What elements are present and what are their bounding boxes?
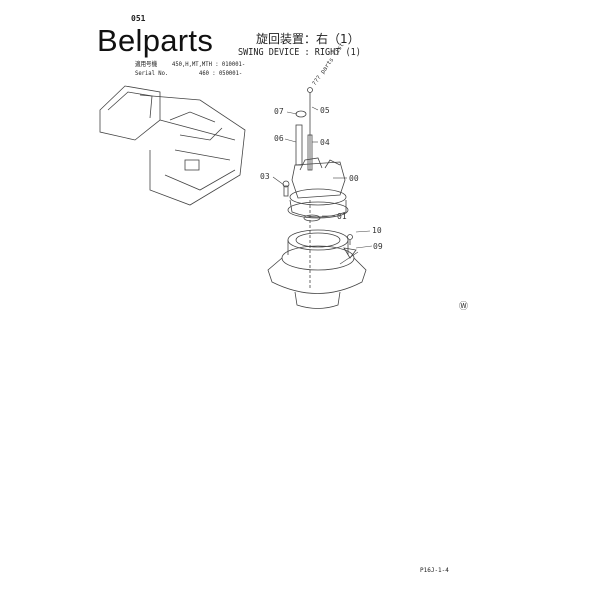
parts-list-note: ??? parts list (311, 41, 346, 87)
callout-01: 01 (337, 212, 347, 221)
applicability-label: 適用号機 (135, 60, 158, 68)
serial-model: 460 : 050001- (199, 69, 243, 77)
serial-label: Serial No. (135, 69, 169, 77)
swing-motor-exploded-view (267, 87, 367, 309)
applicability-model: 450,H,MT,MTH : 010001- (172, 60, 246, 68)
w-symbol: Ⓦ (459, 301, 468, 312)
callout-05: 05 (320, 106, 330, 115)
callout-00: 00 (349, 174, 359, 183)
title-english: SWING DEVICE : RIGHT (1) (238, 47, 361, 58)
callout-09: 09 (373, 242, 383, 251)
page-reference: P16J-1-4 (420, 567, 449, 574)
callout-04: 04 (320, 138, 330, 147)
callout-10: 10 (372, 226, 382, 235)
excavator-location-sketch (99, 85, 246, 206)
callout-06: 06 (274, 134, 284, 143)
title-japanese: 旋回装置：右（1） (256, 32, 360, 46)
callout-07: 07 (274, 107, 284, 116)
callout-03: 03 (260, 172, 270, 181)
brand-logo-text: Belparts (97, 23, 214, 58)
page-code: 051 (131, 14, 146, 23)
callout-leaders (272, 106, 373, 265)
